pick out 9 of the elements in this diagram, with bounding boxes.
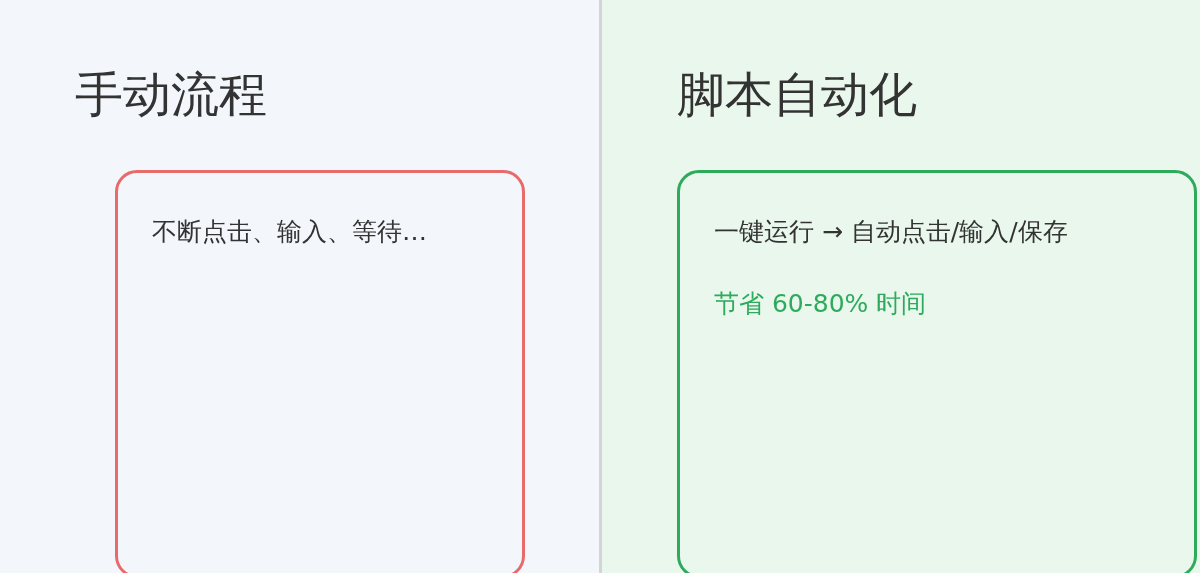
card-text: 不断点击、输入、等待… [152, 216, 427, 248]
rounded-card [677, 170, 1197, 573]
comparison-panel [602, 0, 1200, 573]
panel-title: 脚本自动化 [677, 65, 917, 124]
comparison-panel [0, 0, 599, 573]
panel-title: 手动流程 [75, 65, 267, 124]
highlight-text: 节省 60-80% 时间 [714, 288, 927, 320]
card-text: 一键运行 → 自动点击/输入/保存 [714, 216, 1068, 248]
rounded-card [115, 170, 525, 573]
